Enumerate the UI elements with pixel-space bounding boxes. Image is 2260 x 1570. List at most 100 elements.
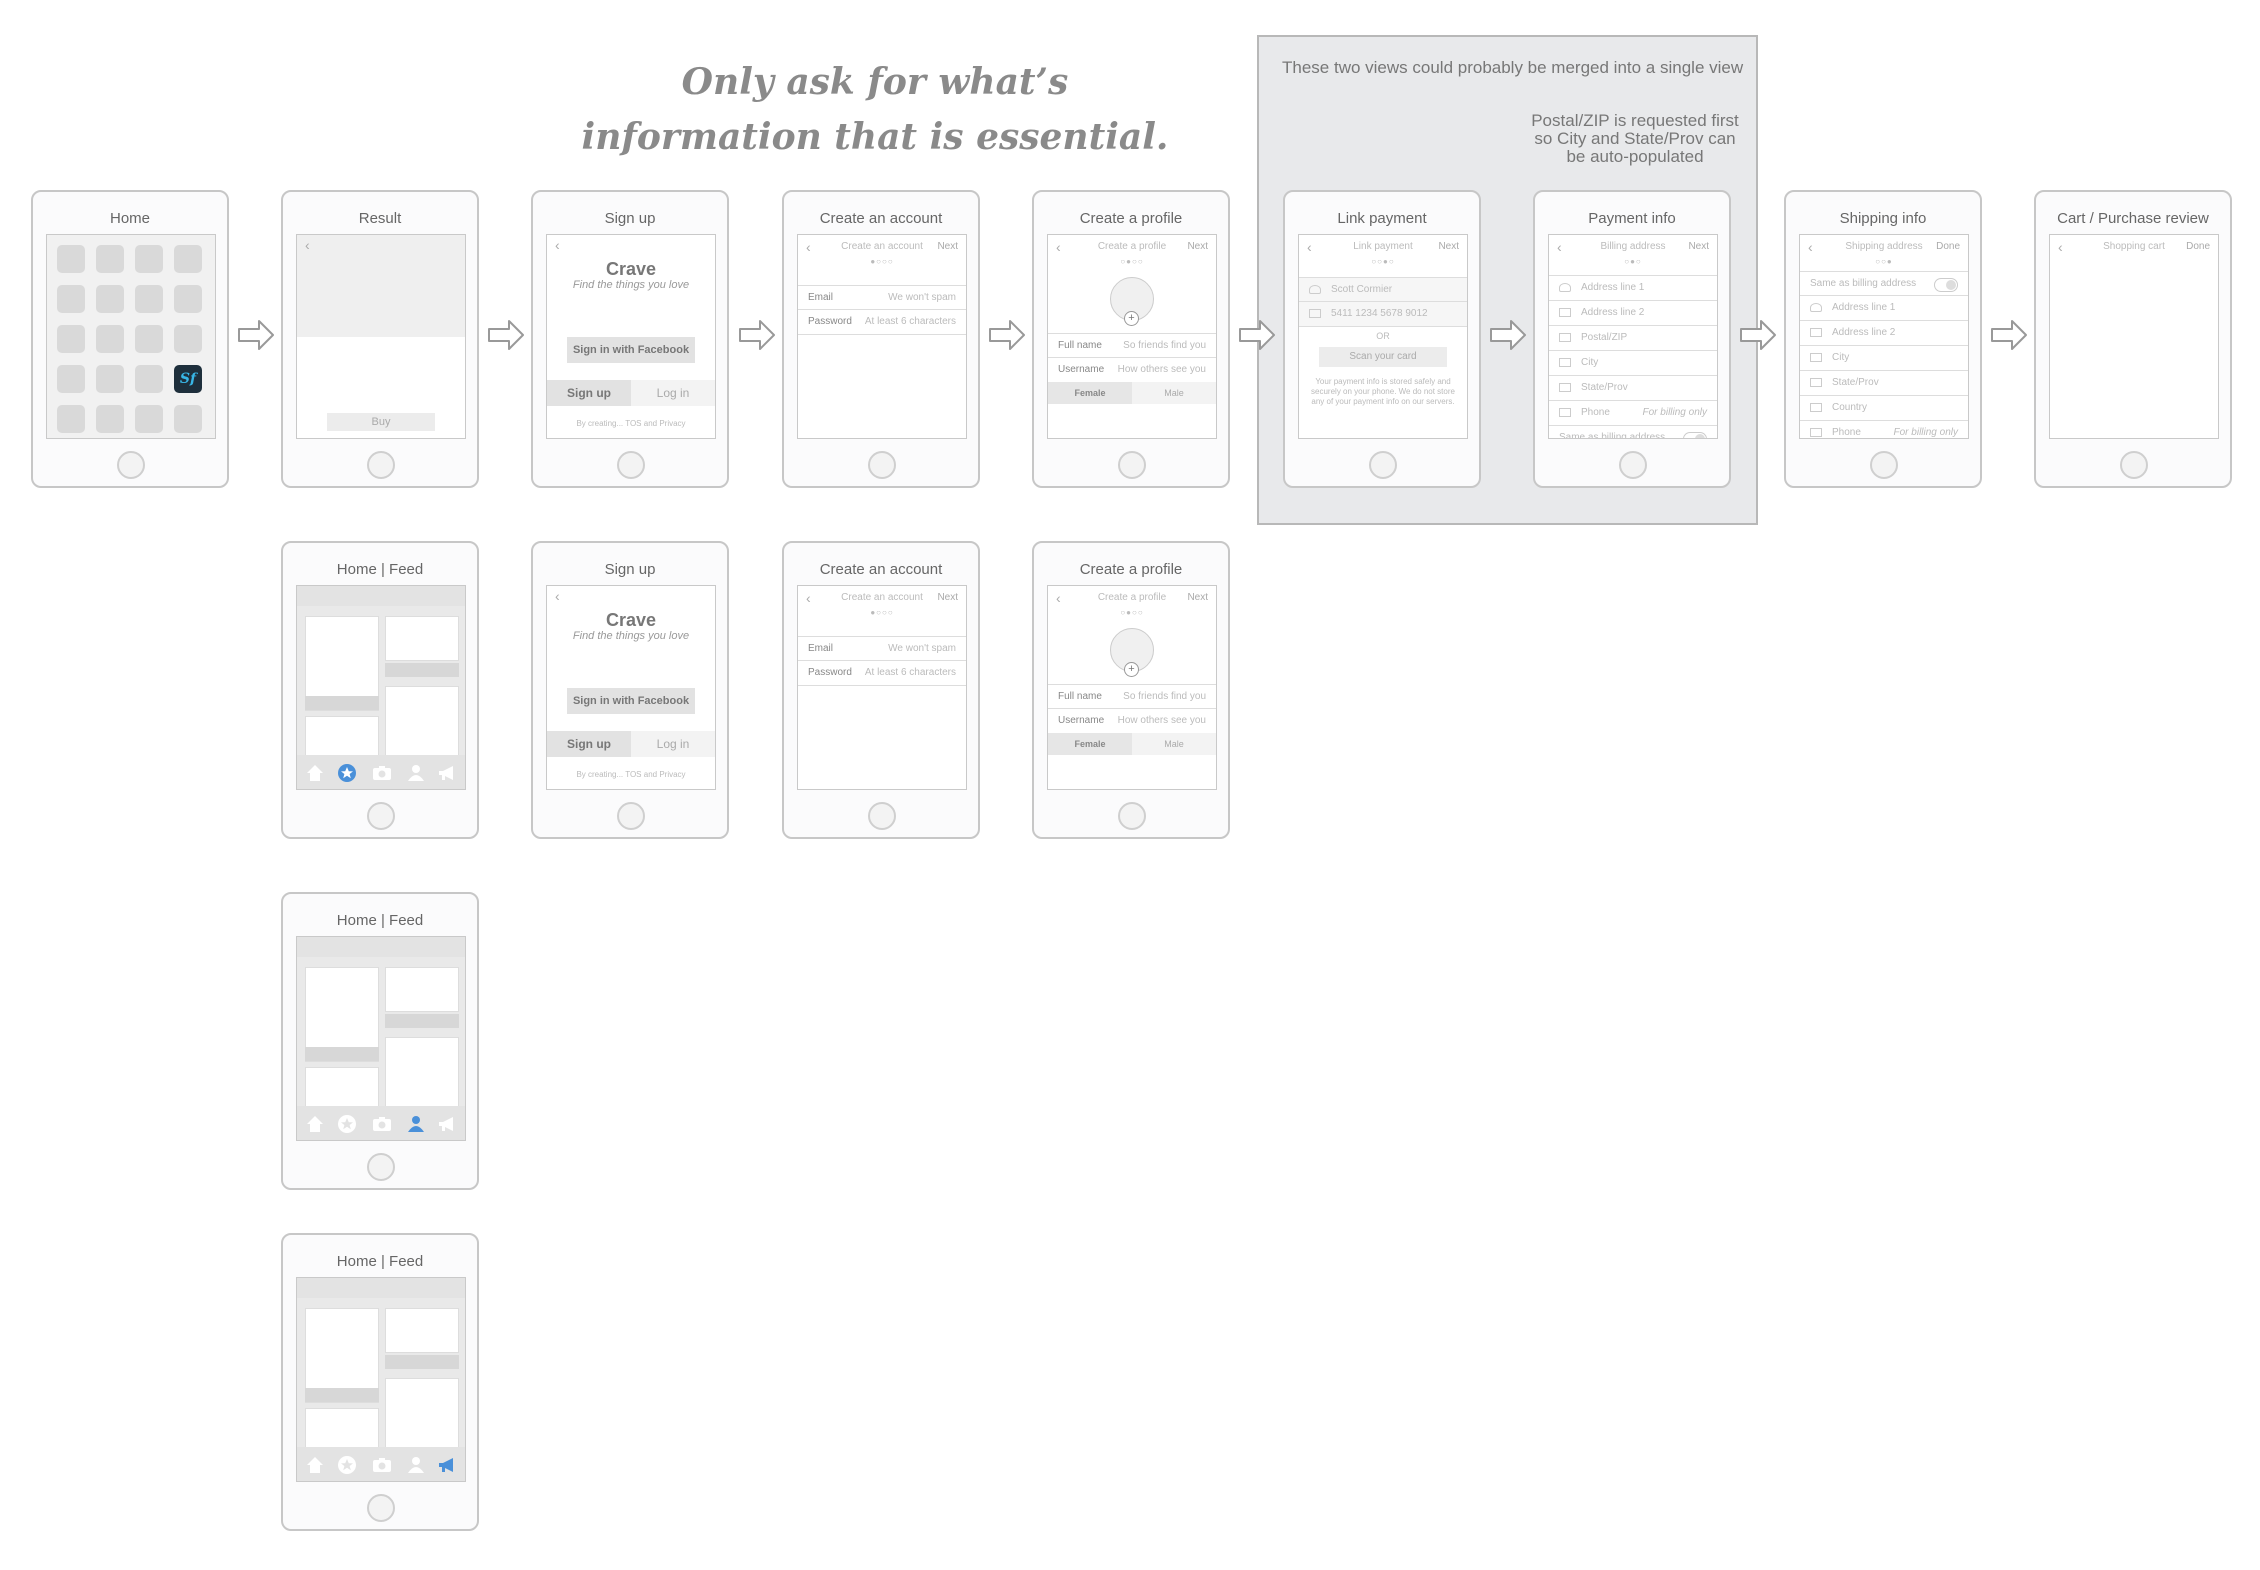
app-icon-placeholder[interactable] <box>96 405 124 433</box>
feed-card[interactable] <box>385 686 459 761</box>
avatar-placeholder-icon[interactable] <box>1110 277 1154 321</box>
back-icon[interactable]: ‹ <box>806 239 811 255</box>
next-button[interactable]: Next <box>1688 241 1709 252</box>
buy-button[interactable]: Buy <box>327 413 435 431</box>
next-button[interactable]: Next <box>937 592 958 603</box>
next-button[interactable]: Next <box>1438 241 1459 252</box>
app-icon-placeholder[interactable] <box>57 285 85 313</box>
add-photo-icon[interactable]: + <box>1124 311 1139 326</box>
tos-text[interactable]: By creating... TOS and Privacy <box>576 770 686 779</box>
star-icon[interactable] <box>337 1114 357 1134</box>
megaphone-icon[interactable] <box>437 1114 457 1134</box>
feed-card[interactable] <box>305 1308 379 1403</box>
star-icon[interactable] <box>337 1455 357 1475</box>
app-icon-placeholder[interactable] <box>96 245 124 273</box>
home-button[interactable] <box>1118 802 1146 830</box>
home-button[interactable] <box>117 451 145 479</box>
app-icon-placeholder[interactable] <box>57 365 85 393</box>
home-button[interactable] <box>367 1494 395 1522</box>
next-button[interactable]: Next <box>1187 241 1208 252</box>
home-button[interactable] <box>1619 451 1647 479</box>
home-button[interactable] <box>617 451 645 479</box>
app-icon-placeholder[interactable] <box>174 405 202 433</box>
city-field[interactable]: City <box>1549 350 1717 375</box>
feed-card[interactable] <box>385 1378 459 1453</box>
back-icon[interactable]: ‹ <box>806 590 811 606</box>
app-icon-placeholder[interactable] <box>135 365 163 393</box>
home-button[interactable] <box>617 802 645 830</box>
feed-card[interactable] <box>385 616 459 661</box>
app-icon-placeholder[interactable] <box>174 285 202 313</box>
feed-card[interactable] <box>305 1067 379 1112</box>
signup-tab[interactable]: Sign up <box>547 731 631 757</box>
address-line-2-field[interactable]: Address line 2 <box>1549 300 1717 325</box>
back-icon[interactable]: ‹ <box>2058 239 2063 255</box>
back-icon[interactable]: ‹ <box>1808 239 1813 255</box>
app-icon-placeholder[interactable] <box>96 365 124 393</box>
home-icon[interactable] <box>305 1114 325 1134</box>
app-icon-placeholder[interactable] <box>135 405 163 433</box>
profile-icon[interactable] <box>406 1455 426 1475</box>
address-line-1-field[interactable]: Address line 1 <box>1800 295 1968 320</box>
back-icon[interactable]: ‹ <box>555 588 560 604</box>
facebook-signin-button[interactable]: Sign in with Facebook <box>567 688 695 714</box>
star-icon[interactable] <box>337 763 357 783</box>
back-icon[interactable]: ‹ <box>555 237 560 253</box>
back-icon[interactable]: ‹ <box>1056 590 1061 606</box>
next-button[interactable]: Next <box>937 241 958 252</box>
home-button[interactable] <box>1870 451 1898 479</box>
app-icon-placeholder[interactable] <box>135 285 163 313</box>
facebook-signin-button[interactable]: Sign in with Facebook <box>567 337 695 363</box>
back-icon[interactable]: ‹ <box>305 237 310 253</box>
signup-tab[interactable]: Sign up <box>547 380 631 406</box>
state-prov-field[interactable]: State/Prov <box>1549 375 1717 400</box>
male-option[interactable]: Male <box>1132 733 1216 755</box>
home-button[interactable] <box>868 451 896 479</box>
card-number-field[interactable]: 5411 1234 5678 9012 <box>1299 301 1467 327</box>
female-option[interactable]: Female <box>1048 733 1132 755</box>
same-as-billing-toggle[interactable] <box>1683 432 1707 438</box>
app-icon-placeholder[interactable] <box>57 405 85 433</box>
country-field[interactable]: Country <box>1800 395 1968 420</box>
app-icon-placeholder[interactable] <box>57 245 85 273</box>
home-icon[interactable] <box>305 1455 325 1475</box>
tos-text[interactable]: By creating... TOS and Privacy <box>576 419 686 428</box>
same-as-billing-toggle[interactable] <box>1934 278 1958 292</box>
app-icon-placeholder[interactable] <box>174 245 202 273</box>
feed-card[interactable] <box>305 967 379 1062</box>
feed-card[interactable] <box>305 716 379 761</box>
camera-icon[interactable] <box>372 1114 392 1134</box>
app-icon-placeholder[interactable] <box>135 325 163 353</box>
home-button[interactable] <box>367 1153 395 1181</box>
city-field[interactable]: City <box>1800 345 1968 370</box>
crave-app-icon[interactable]: Sf <box>174 365 202 393</box>
home-icon[interactable] <box>305 763 325 783</box>
female-option[interactable]: Female <box>1048 382 1132 404</box>
back-icon[interactable]: ‹ <box>1056 239 1061 255</box>
feed-card[interactable] <box>385 1037 459 1112</box>
home-button[interactable] <box>367 802 395 830</box>
app-icon-placeholder[interactable] <box>96 285 124 313</box>
home-button[interactable] <box>1369 451 1397 479</box>
megaphone-icon[interactable] <box>437 1455 457 1475</box>
megaphone-icon[interactable] <box>437 763 457 783</box>
home-button[interactable] <box>367 451 395 479</box>
feed-card[interactable] <box>385 967 459 1012</box>
scan-card-button[interactable]: Scan your card <box>1319 347 1447 367</box>
add-photo-icon[interactable]: + <box>1124 662 1139 677</box>
camera-icon[interactable] <box>372 763 392 783</box>
avatar-placeholder-icon[interactable] <box>1110 628 1154 672</box>
address-line-2-field[interactable]: Address line 2 <box>1800 320 1968 345</box>
feed-card[interactable] <box>305 616 379 711</box>
done-button[interactable]: Done <box>1936 241 1960 252</box>
app-icon-placeholder[interactable] <box>135 245 163 273</box>
